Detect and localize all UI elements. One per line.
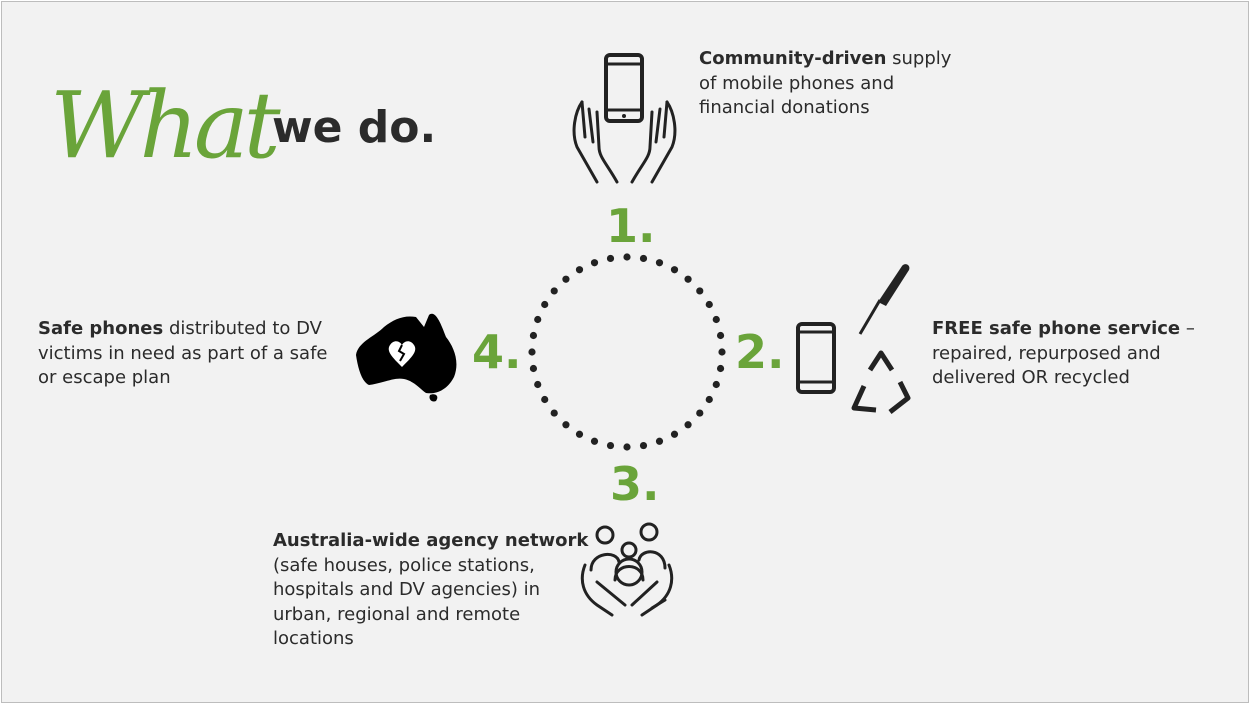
circle-dot [528,348,536,356]
hands-phone-icon [572,53,677,184]
title-script-word: What [50,72,281,179]
circle-dot [655,437,664,445]
circle-dot [718,348,726,356]
circle-dot [696,287,704,295]
step-3-bold: Australia-wide agency network [273,530,589,551]
circle-dot [705,300,713,309]
circle-dot [655,259,664,267]
step-3-text: Australia-wide agency network (safe hous… [273,529,593,652]
circle-dot [590,259,599,267]
circle-dot [541,300,549,309]
circle-dot [696,409,704,417]
circle-dot [684,275,692,283]
circle-dot [590,437,599,445]
circle-dot [712,380,720,389]
circle-dot [575,430,584,438]
step-4-text: Safe phones distributed to DV victims in… [38,317,338,391]
circle-dot [550,287,558,295]
step-2-bold: FREE safe phone service [932,318,1181,339]
circle-dot [623,253,631,261]
circle-dot [606,254,615,263]
title-we-do: we do. [272,102,437,153]
circle-dot [639,254,648,263]
step-2-text: FREE safe phone service – repaired, repu… [932,317,1202,391]
circle-dot [575,266,584,274]
step-1-bold: Community-driven [699,48,887,69]
circle-dot [623,443,631,451]
dotted-circle [528,253,726,451]
circle-dot [562,275,570,283]
screwdriver-icon [858,264,910,335]
phone-tools-icons [796,264,911,414]
circle-dot [529,364,538,373]
circle-dot [606,441,615,450]
circle-dot [639,441,648,450]
circle-dot [684,421,692,429]
step-1-desc: supply of mobile phones and financial do… [699,48,952,118]
step-2-desc: – repaired, repurposed and delivered OR … [932,318,1195,388]
step-3-desc: (safe houses, police stations, hospitals… [273,554,541,650]
circle-dot [716,364,725,373]
step-4-number: 4. [472,325,522,379]
australia-broken-heart-icon [356,313,457,402]
circle-dot [550,409,558,417]
circle-dot [712,315,720,324]
circle-dot [670,430,679,438]
family-hands-icon [580,522,674,617]
circle-dot [705,395,713,404]
circle-dot [534,380,542,389]
recycle-icon [851,350,911,414]
step-2-number: 2. [735,325,785,379]
step-4-desc: distributed to DV victims in need as par… [38,318,328,388]
circle-dot [541,395,549,404]
circle-dot [670,266,679,274]
step-3-number: 3. [610,457,660,511]
step-4-bold: Safe phones [38,318,164,339]
circle-dot [534,315,542,324]
circle-dot [562,421,570,429]
circle-dot [529,331,538,340]
phone-icon [796,322,836,394]
step-1-text: Community-driven supply of mobile phones… [699,47,959,121]
step-1-number: 1. [606,199,656,253]
circle-dot [716,331,725,340]
